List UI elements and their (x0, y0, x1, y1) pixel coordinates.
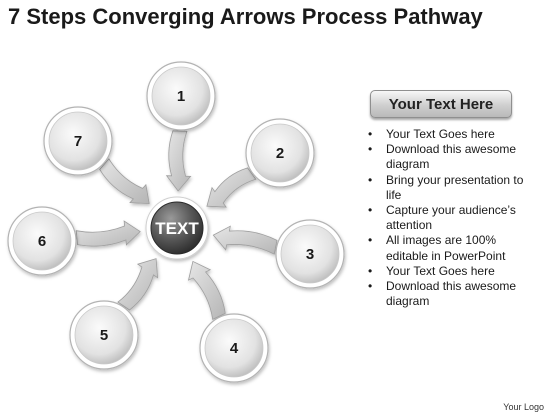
center-hub: TEXT (145, 196, 209, 260)
step-3-node: 3 (275, 219, 345, 289)
bullet-item: Download this awesome diagram (364, 279, 534, 309)
step-2-label: 2 (276, 145, 284, 162)
bullet-item: Your Text Goes here (364, 264, 534, 279)
step-7-label: 7 (74, 133, 82, 150)
center-label: TEXT (155, 219, 199, 238)
step-4-label: 4 (230, 340, 239, 357)
step-5-label: 5 (100, 327, 108, 344)
bullet-item: Bring your presentation to life (364, 173, 534, 203)
step-1-arrow (165, 130, 192, 192)
step-1-label: 1 (177, 88, 185, 105)
step-6-node: 6 (7, 206, 77, 276)
panel-header-text: Your Text Here (388, 95, 494, 113)
page-title: 7 Steps Converging Arrows Process Pathwa… (8, 4, 483, 29)
bullet-item: All images are 100% editable in PowerPoi… (364, 233, 534, 263)
bullet-item: Your Text Goes here (364, 127, 534, 142)
step-2-arrow (206, 167, 257, 208)
step-7-arrow (99, 158, 150, 205)
panel-header-box: Your Text Here (370, 90, 512, 118)
bullet-item: Capture your audience’s attention (364, 203, 534, 233)
step-3-label: 3 (306, 246, 314, 263)
step-6-arrow (75, 220, 141, 247)
step-6-label: 6 (38, 233, 46, 250)
step-2-node: 2 (245, 118, 315, 188)
step-4-node: 4 (199, 313, 269, 383)
bullet-item: Download this awesome diagram (364, 142, 534, 172)
step-5-node: 5 (69, 300, 139, 370)
step-3-arrow (212, 225, 278, 255)
step-1-node: 1 (146, 61, 216, 131)
footer-logo: Your Logo (503, 402, 544, 412)
step-7-node: 7 (43, 106, 113, 176)
step-5-arrow (117, 258, 159, 311)
step-4-arrow (187, 260, 226, 320)
bullet-list: Your Text Goes here Download this awesom… (364, 127, 534, 309)
